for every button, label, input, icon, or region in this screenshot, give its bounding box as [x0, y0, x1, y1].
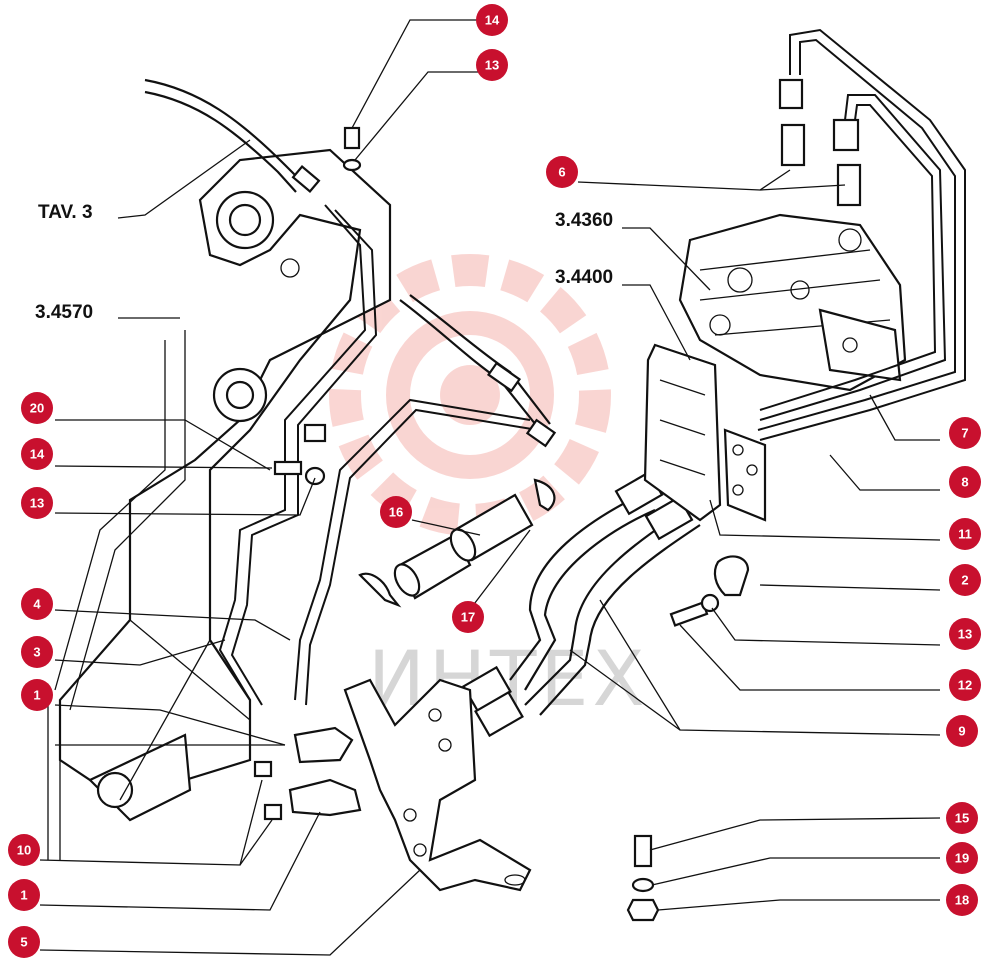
leader-lines — [39, 19, 941, 956]
callout-14a: 14 — [476, 4, 508, 36]
protective-sleeves — [393, 493, 534, 600]
control-valve — [678, 213, 907, 392]
callout-15: 15 — [946, 802, 978, 834]
ref-label-34570: 3.4570 — [35, 302, 93, 323]
svg-text:1: 1 — [20, 888, 27, 903]
upper-hose — [144, 78, 306, 186]
callout-12: 12 — [949, 669, 981, 701]
callout-17: 17 — [452, 601, 484, 633]
callout-1b: 1 — [8, 879, 40, 911]
svg-text:10: 10 — [17, 843, 31, 858]
callout-13b: 13 — [21, 487, 53, 519]
callout-16: 16 — [380, 496, 412, 528]
callout-18: 18 — [946, 884, 978, 916]
svg-text:1: 1 — [33, 688, 40, 703]
bolt-15 — [633, 834, 653, 868]
clamp — [713, 555, 750, 597]
callout-11: 11 — [949, 518, 981, 550]
svg-text:12: 12 — [958, 678, 972, 693]
ref-label-34400: 3.4400 — [555, 267, 613, 288]
svg-text:9: 9 — [958, 724, 965, 739]
svg-text:3: 3 — [33, 645, 40, 660]
svg-text:13: 13 — [30, 496, 44, 511]
callout-20: 20 — [21, 392, 53, 424]
svg-text:20: 20 — [30, 401, 44, 416]
upper-steel-pipes — [757, 28, 966, 441]
fitting — [778, 78, 804, 110]
callout-2: 2 — [949, 564, 981, 596]
callout-1a: 1 — [21, 679, 53, 711]
svg-text:13: 13 — [485, 58, 499, 73]
tee-fittings — [253, 726, 362, 821]
svg-text:5: 5 — [20, 935, 27, 950]
svg-text:4: 4 — [33, 597, 41, 612]
svg-text:13: 13 — [958, 627, 972, 642]
callout-13c: 13 — [949, 618, 981, 650]
callout-3: 3 — [21, 636, 53, 668]
callout-19: 19 — [946, 842, 978, 874]
svg-text:16: 16 — [389, 505, 403, 520]
ref-label-tav3: TAV. 3 — [38, 202, 93, 223]
callout-14b: 14 — [21, 438, 53, 470]
boom-frame — [47, 148, 392, 860]
callout-13a: 13 — [476, 49, 508, 81]
callout-8: 8 — [949, 466, 981, 498]
svg-text:6: 6 — [558, 165, 565, 180]
watermark-logo — [329, 254, 611, 536]
svg-text:7: 7 — [961, 426, 968, 441]
valve-bracket — [643, 343, 767, 522]
ref-label-34360: 3.4360 — [555, 210, 613, 231]
callout-4: 4 — [21, 588, 53, 620]
callout-5: 5 — [8, 926, 40, 958]
callout-7: 7 — [949, 417, 981, 449]
svg-text:19: 19 — [955, 851, 969, 866]
callout-6: 6 — [546, 156, 578, 188]
svg-text:14: 14 — [485, 13, 500, 28]
svg-text:17: 17 — [461, 610, 475, 625]
support-bracket — [343, 678, 532, 892]
washer-19 — [631, 877, 655, 893]
svg-text:8: 8 — [961, 475, 968, 490]
callout-9: 9 — [946, 715, 978, 747]
nut-18 — [626, 898, 660, 922]
svg-text:15: 15 — [955, 811, 969, 826]
svg-text:18: 18 — [955, 893, 969, 908]
callout-10: 10 — [8, 834, 40, 866]
svg-text:11: 11 — [958, 527, 972, 542]
svg-text:2: 2 — [961, 573, 968, 588]
bolt — [343, 126, 361, 150]
pipe-clip — [303, 423, 327, 443]
svg-text:14: 14 — [30, 447, 45, 462]
